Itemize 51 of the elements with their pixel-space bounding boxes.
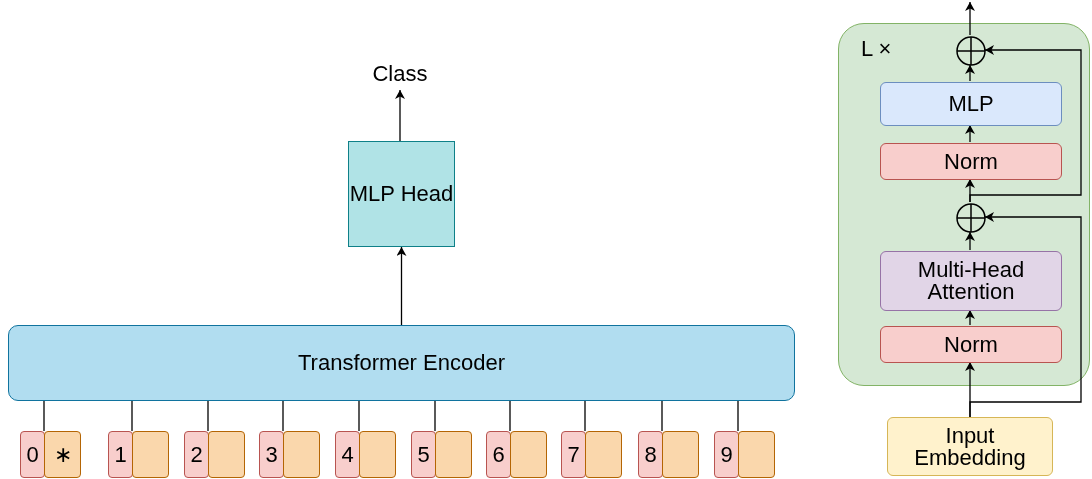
patch-box — [738, 431, 775, 478]
block-heading: L × — [861, 38, 892, 60]
mlp-head-box: MLP Head — [348, 141, 455, 247]
arrow — [965, 64, 975, 82]
connector-line — [737, 400, 739, 432]
attention-box: Multi-Head Attention — [880, 251, 1062, 311]
connector-line — [434, 400, 436, 432]
patch-box — [208, 431, 245, 478]
position-box: 7 — [561, 431, 586, 478]
repeat-block — [838, 23, 1090, 386]
plus-circle — [956, 36, 986, 66]
arrow — [395, 89, 405, 142]
plus-circle — [956, 203, 986, 233]
position-box: 5 — [411, 431, 436, 478]
position-box: 2 — [184, 431, 209, 478]
class-label: Class — [360, 58, 440, 90]
patch-box — [435, 431, 472, 478]
arrow — [969, 212, 1082, 418]
patch-box — [359, 431, 396, 478]
connector-line — [509, 400, 511, 432]
norm-box: Norm — [880, 143, 1062, 180]
position-box: 6 — [486, 431, 511, 478]
arrow — [396, 246, 407, 326]
position-box: 9 — [714, 431, 739, 478]
arrow — [965, 309, 975, 326]
arrow — [965, 124, 975, 143]
patch-box: ∗ — [44, 431, 81, 478]
connector-line — [358, 400, 360, 432]
connector-line — [584, 400, 586, 432]
arrow — [969, 45, 1082, 203]
connector-line — [207, 400, 209, 432]
patch-box — [132, 431, 169, 478]
connector-line — [131, 400, 133, 432]
patch-box — [510, 431, 547, 478]
encoder-box: Transformer Encoder — [8, 325, 795, 401]
patch-box — [585, 431, 622, 478]
connector-line — [43, 400, 45, 432]
embedding-box: Input Embedding — [887, 417, 1053, 476]
connector-line — [282, 400, 284, 432]
patch-box — [283, 431, 320, 478]
position-box: 1 — [108, 431, 133, 478]
position-box: 3 — [259, 431, 284, 478]
patch-box — [662, 431, 699, 478]
connector-line — [661, 400, 663, 432]
position-box: 8 — [638, 431, 663, 478]
arrow — [965, 231, 975, 251]
position-box: 0 — [20, 431, 45, 478]
norm-box: Norm — [880, 326, 1062, 363]
arrow — [965, 1, 975, 36]
mlp-box: MLP — [880, 82, 1062, 126]
position-box: 4 — [335, 431, 360, 478]
